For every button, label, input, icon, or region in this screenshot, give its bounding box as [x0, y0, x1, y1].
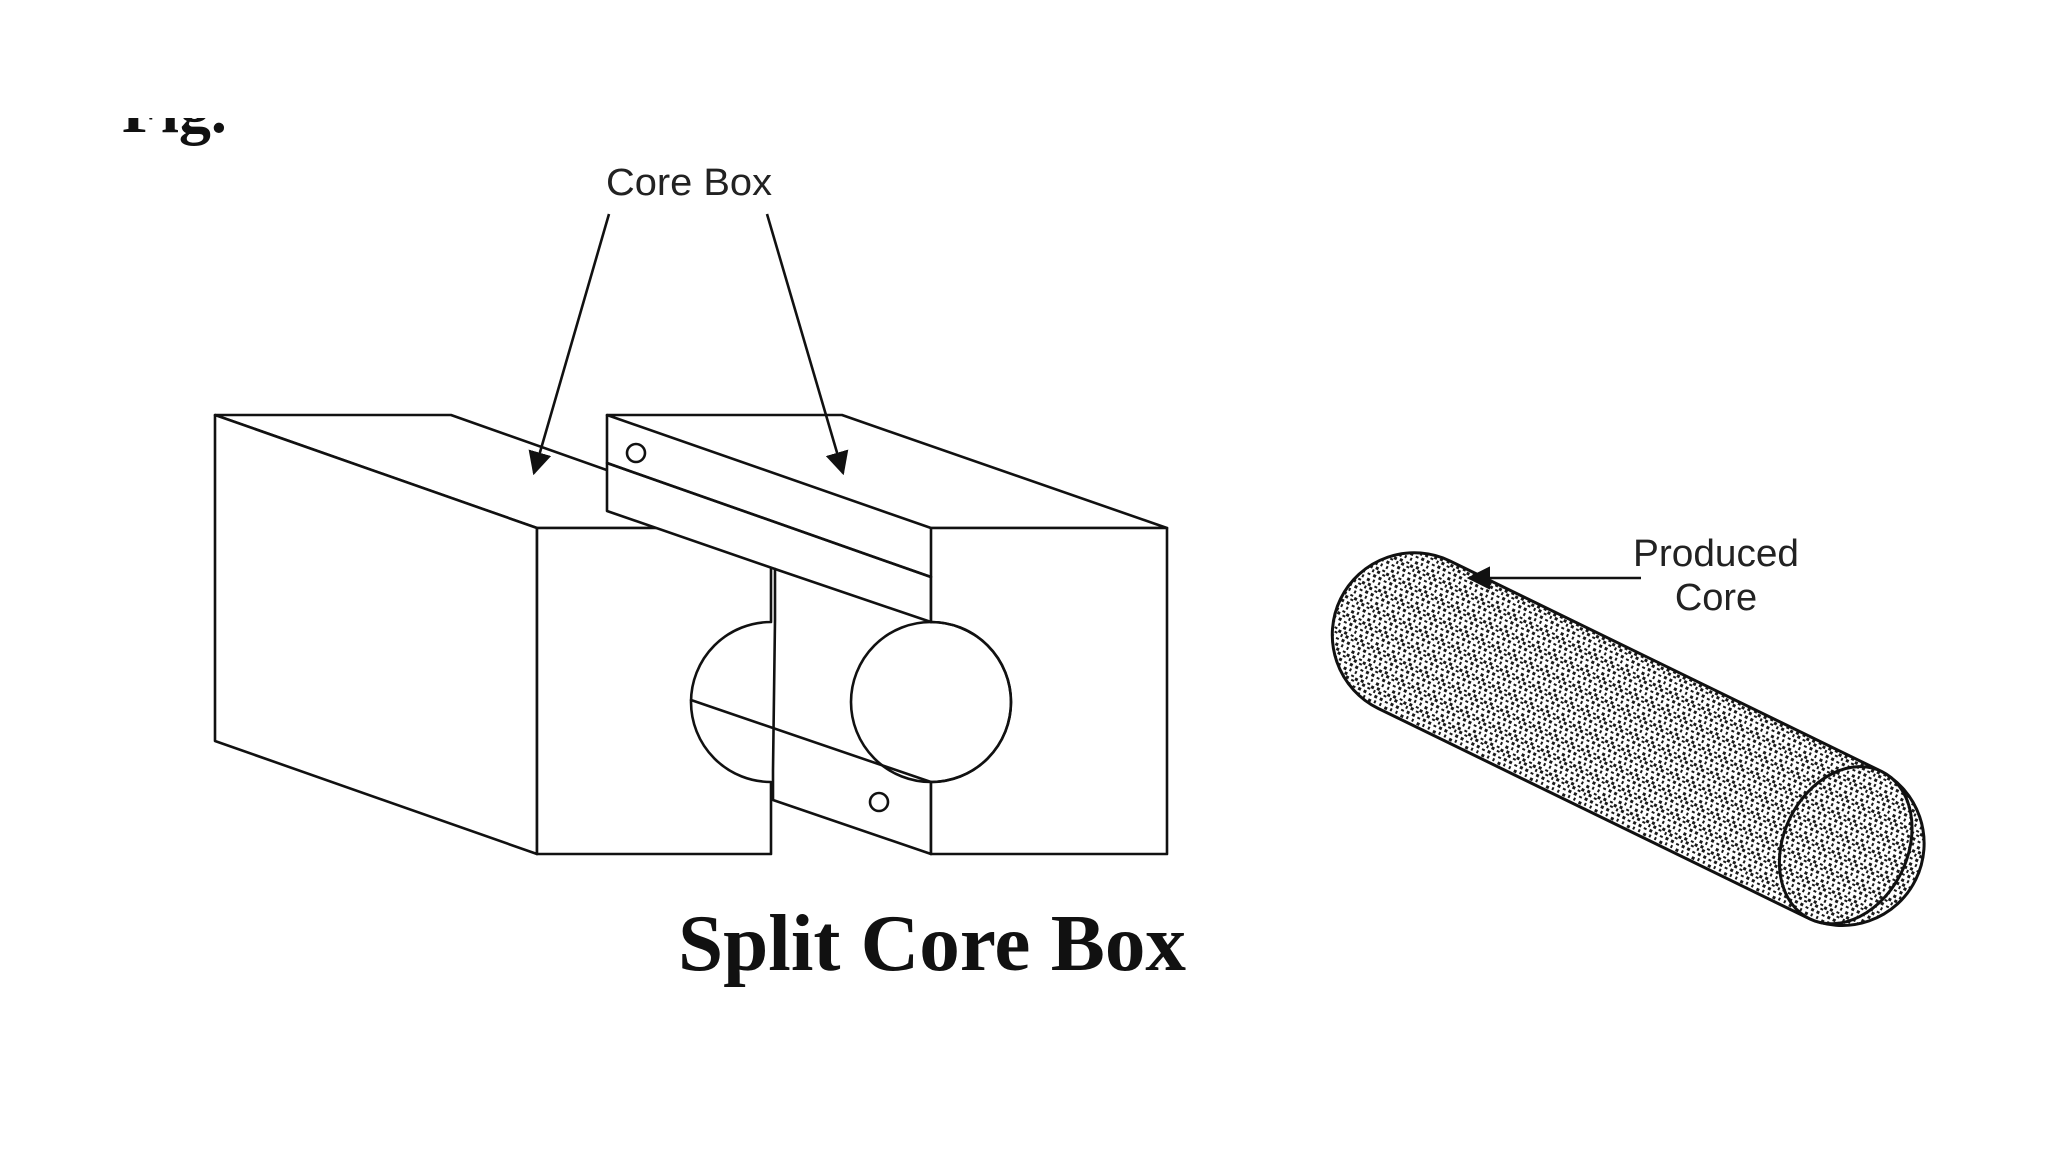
dowel-hole-lower — [868, 791, 890, 813]
channel-bottom-edge — [689, 698, 933, 784]
produced-core — [1330, 551, 1926, 927]
dowel-hole-upper — [625, 442, 647, 464]
produced-core-end-face — [1777, 765, 1914, 926]
core-box-left-half — [213, 413, 773, 856]
corner-fragment: Fig. — [122, 75, 227, 146]
channel-top-edge — [773, 567, 933, 624]
core-box-label: Core Box — [606, 162, 772, 204]
cavity-curve-right — [929, 620, 1013, 784]
produced-core-label-line2: Core — [1675, 577, 1757, 619]
left-half-front-face — [535, 526, 773, 856]
core-box-arrow-left — [528, 213, 611, 476]
produced-core-label-line1: Produced — [1633, 533, 1799, 575]
right-half-front-face — [929, 526, 1169, 856]
produced-core-body — [1330, 551, 1926, 927]
core-box-right-half — [605, 413, 1169, 856]
core-box-arrow-right — [765, 213, 849, 476]
diagram-title: Split Core Box — [678, 900, 1186, 988]
corner-fragment-text: Fig. — [122, 75, 227, 146]
parting-line-upper — [605, 461, 933, 579]
